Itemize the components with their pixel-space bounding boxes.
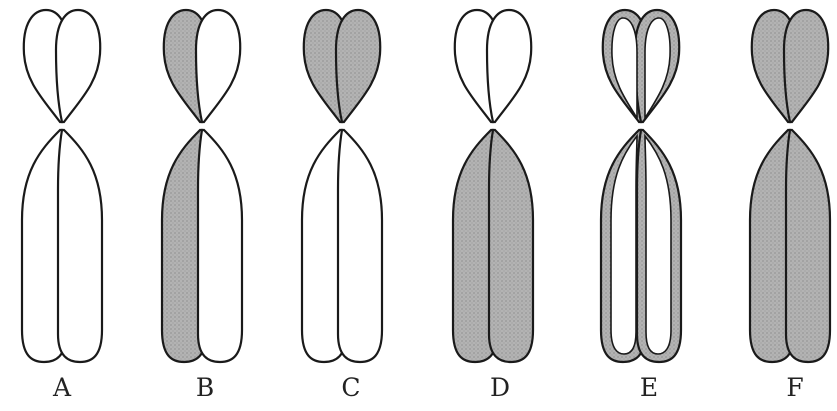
chromosome-c-lower-right-arm [338, 130, 382, 362]
chromosome-b-lower-right-arm [198, 130, 242, 362]
chromosome-b-upper-right-arm [196, 10, 240, 122]
chromosome-f-upper-right-arm [784, 10, 828, 122]
chromosome-d-upper-right-arm [487, 10, 531, 122]
chromosome-c-upper-right-arm [336, 10, 380, 122]
chromosome-a-lower-right-arm [58, 130, 102, 362]
chromosome-f [750, 10, 830, 362]
panel-label-f: F [786, 373, 803, 402]
panel-label-c: C [341, 373, 360, 402]
panel-label-d: D [490, 373, 510, 402]
panel-label-b: B [196, 373, 214, 402]
chromosome-a-upper-right-arm [56, 10, 100, 122]
chromosome-e [601, 10, 681, 362]
chromosome-c [302, 10, 382, 362]
chromosome-b [162, 10, 242, 362]
chromosome-f-lower-right-arm [786, 130, 830, 362]
chromosome-d [453, 10, 533, 362]
chromosome-d-lower-right-arm [489, 130, 533, 362]
panel-label-e: E [640, 373, 658, 402]
chromosome-a [22, 10, 102, 362]
panel-label-a: A [52, 373, 72, 402]
